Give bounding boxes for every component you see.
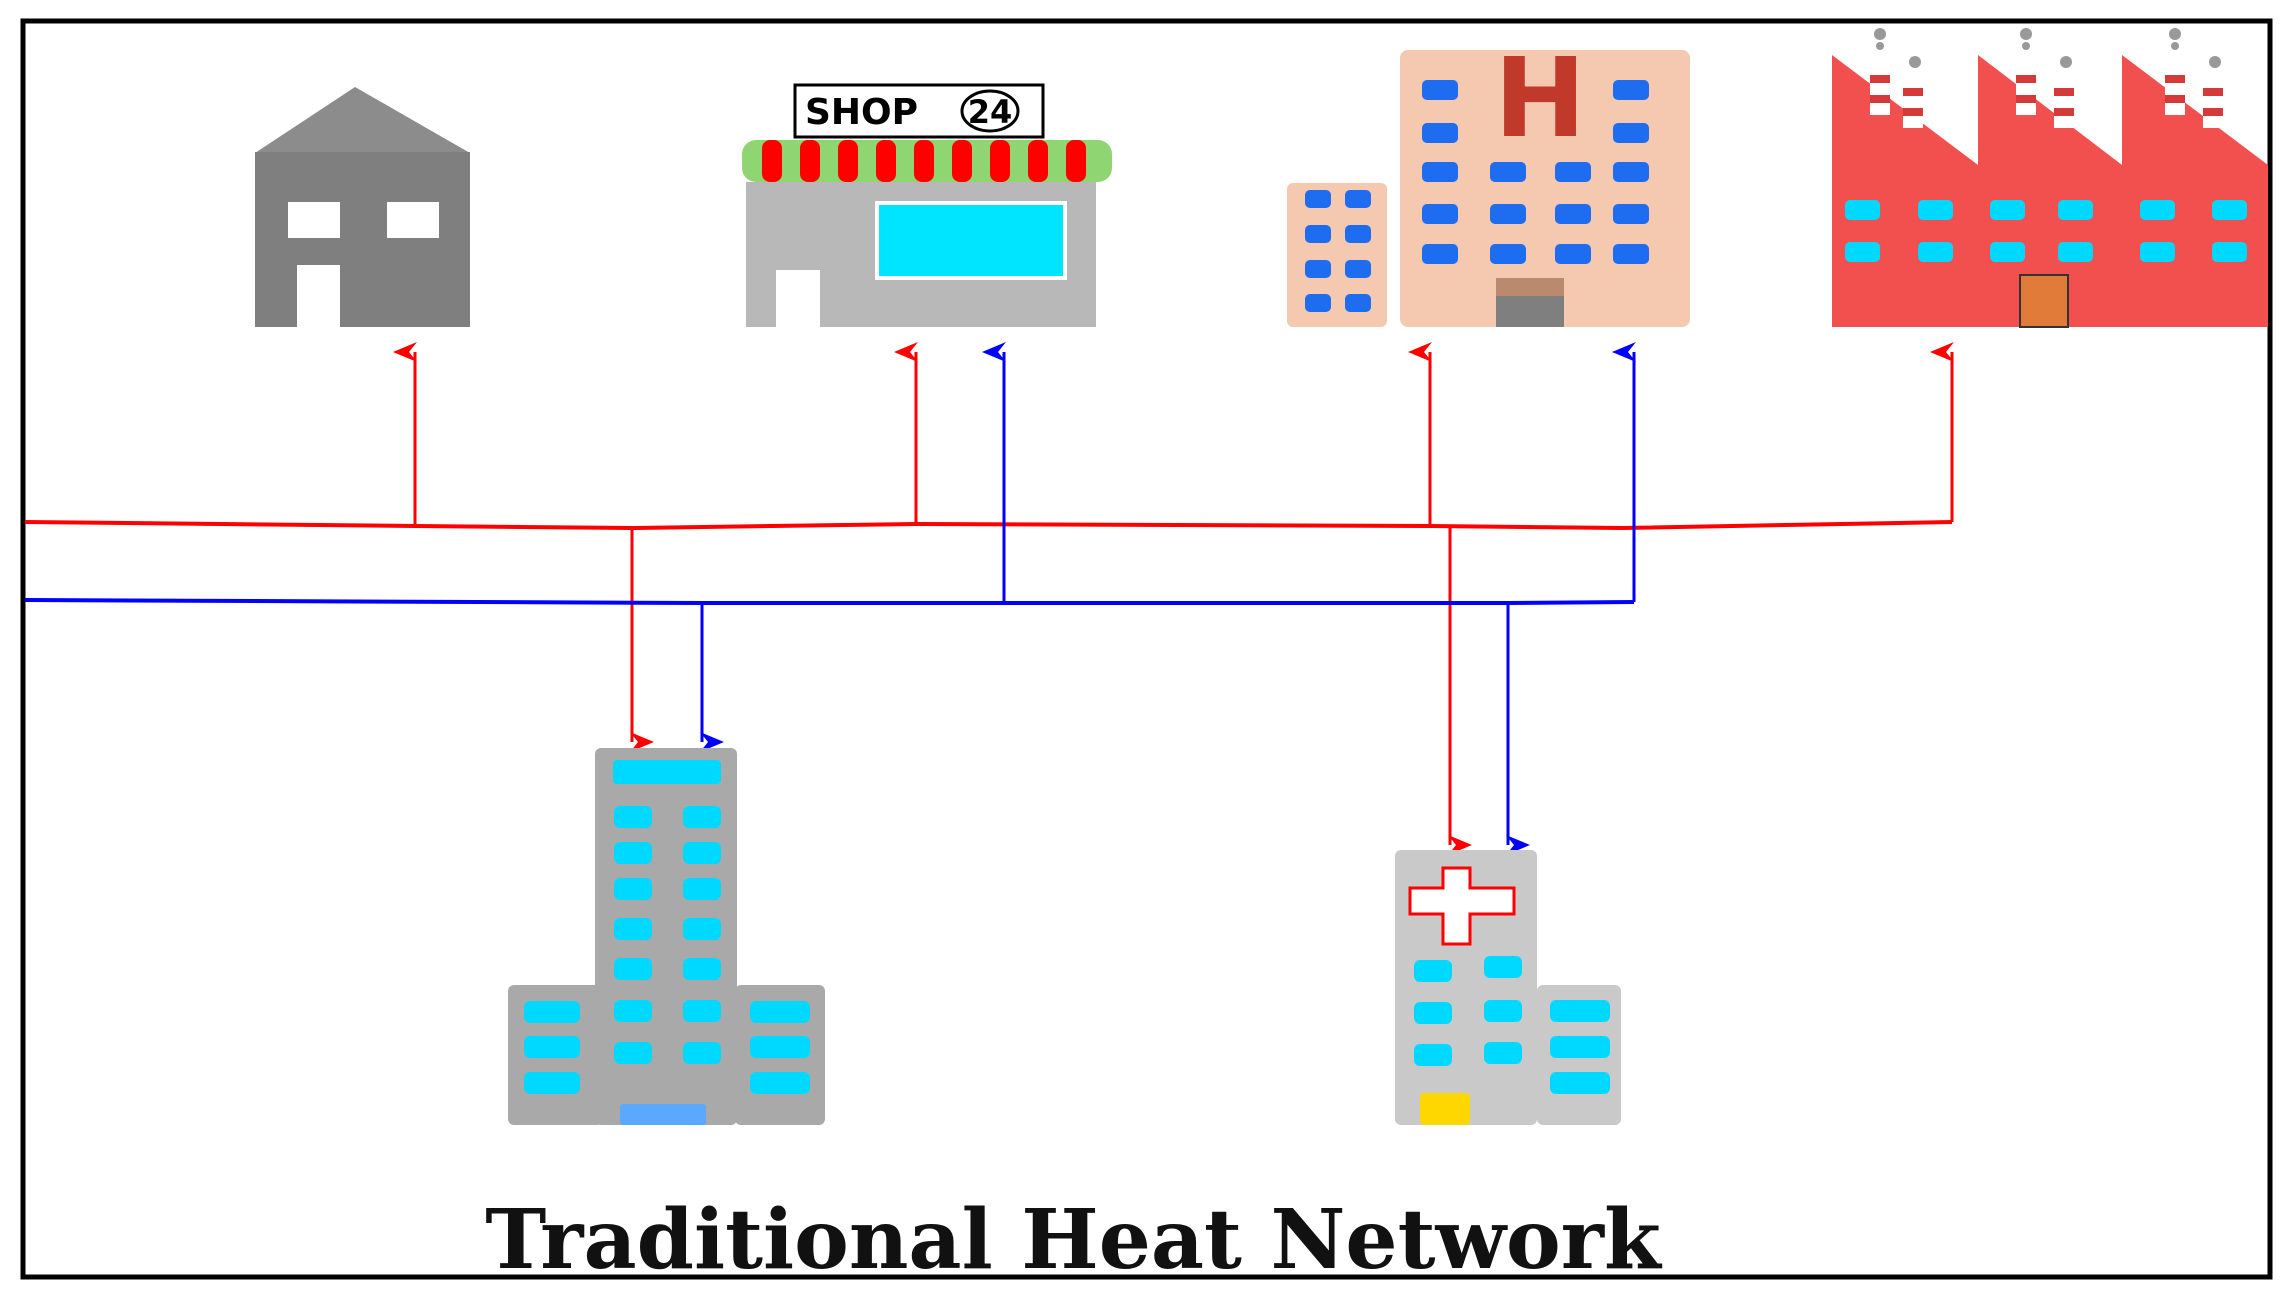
house-icon — [255, 87, 470, 327]
shop-awning — [742, 140, 1112, 182]
office-tower-icon — [508, 748, 825, 1125]
shop-sign-number: 24 — [968, 93, 1013, 131]
factory-chimneys — [1870, 28, 2223, 128]
diagram-title: Traditional Heat Network — [485, 1192, 1663, 1288]
hotel-sign: H — [1494, 34, 1586, 162]
return-line — [24, 342, 1636, 855]
supply-line — [24, 342, 1954, 855]
medical-cross-icon — [1408, 866, 1516, 946]
shop-icon: SHOP 24 — [742, 83, 1112, 327]
factory-icon — [1832, 28, 2268, 328]
clinic-icon — [1395, 850, 1621, 1125]
shop-sign-label: SHOP — [805, 92, 918, 133]
hotel-icon: H — [1287, 34, 1690, 327]
diagram-frame — [20, 18, 2273, 1280]
